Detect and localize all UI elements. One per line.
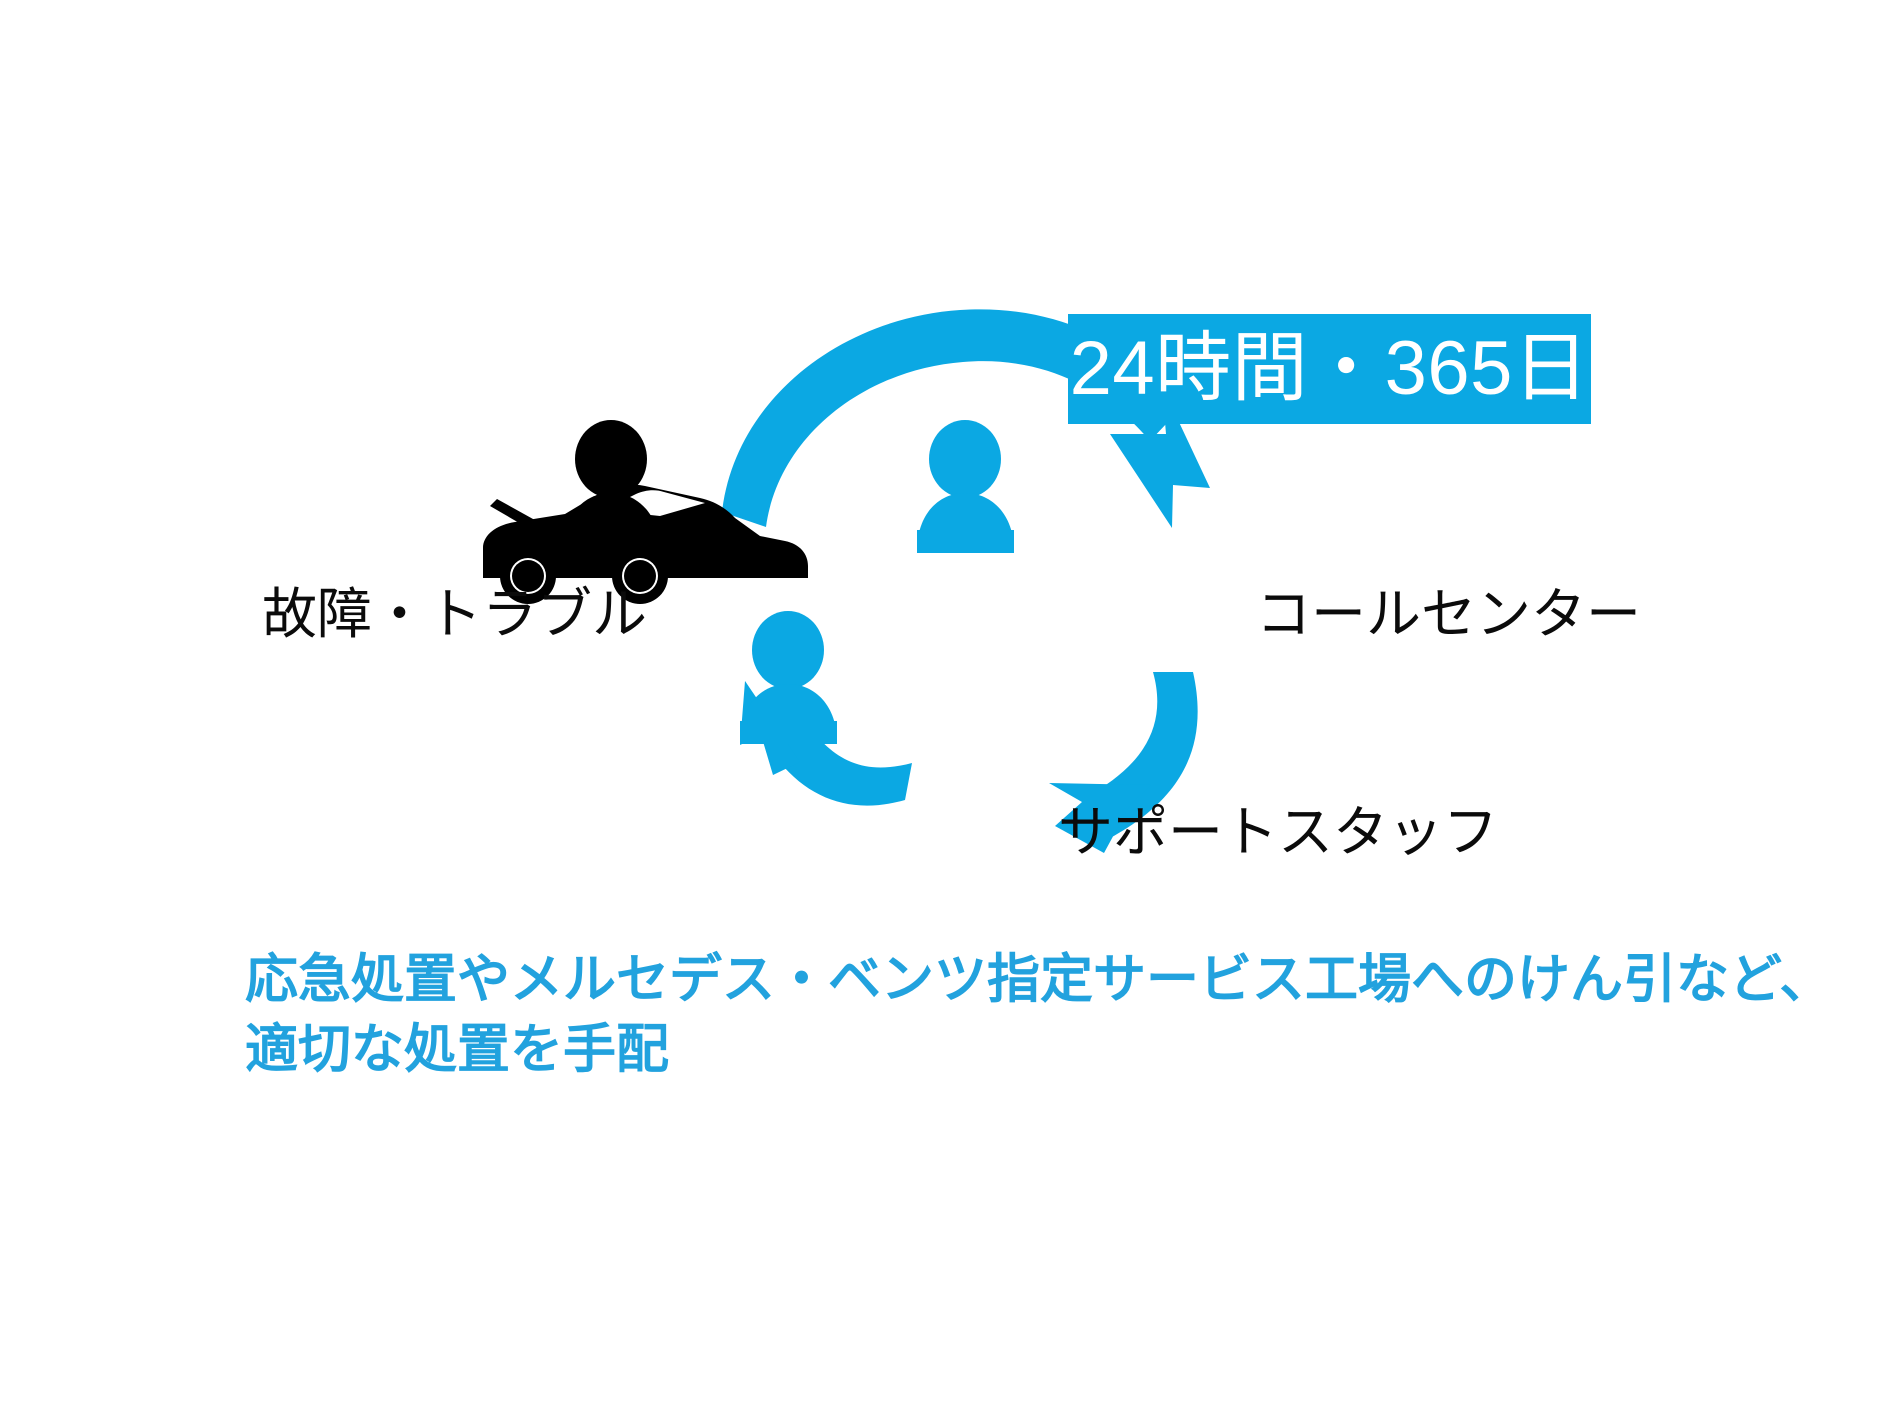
arrow-callcenter-to-support [1049, 672, 1198, 853]
person-icon-callcenter [917, 420, 1014, 553]
arrowhead-down-left-icon [1049, 783, 1151, 853]
node-label-callcenter: コールセンター [1256, 583, 1642, 645]
availability-badge-label: 24時間・365日 [1069, 326, 1590, 411]
availability-badge: 24時間・365日 [1068, 314, 1591, 424]
person-icon-support [740, 611, 837, 744]
caption-block: 応急処置やメルセデス・ベンツ指定サービス工場へのけん引など、 適切な処置を手配 [245, 945, 1833, 1086]
caption-line-2: 適切な処置を手配 [245, 1020, 669, 1080]
caption-line-1: 応急処置やメルセデス・ベンツ指定サービス工場へのけん引など、 [245, 950, 1833, 1009]
node-label-support: サポートスタッフ [1058, 801, 1499, 863]
arrowhead-down-right-icon [1110, 386, 1210, 528]
arc-path-bottom-left [772, 725, 912, 806]
node-label-trouble: 故障・トラブル [262, 583, 648, 645]
person-icon-trouble [563, 420, 660, 553]
